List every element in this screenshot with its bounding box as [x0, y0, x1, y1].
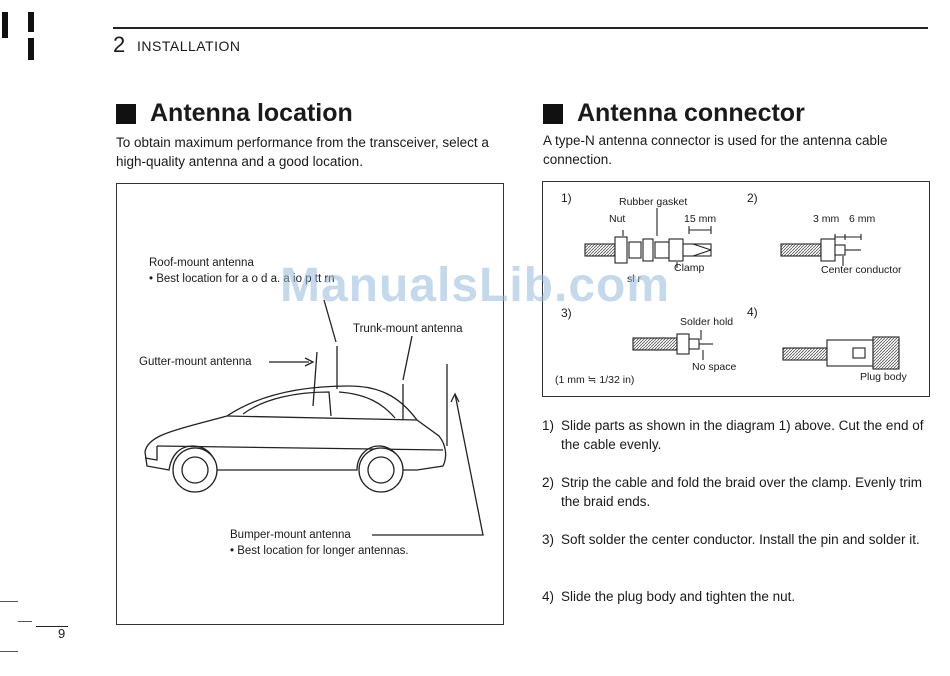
washer-label: sl r: [627, 273, 641, 285]
edge-mark: [0, 651, 18, 652]
diagram-1-number: 1): [561, 191, 572, 205]
dim-6mm-label: 6 mm: [849, 213, 876, 225]
connector-drawings: [584, 208, 900, 370]
conversion-note: (1 mm ≒ 1/32 in): [555, 374, 635, 386]
dim-3mm-label: 3 mm: [813, 213, 840, 225]
bumper-mount-note: • Best location for longer antennas.: [230, 545, 409, 557]
center-conductor-label: Center conductor: [821, 264, 902, 276]
page-number-rule: [36, 626, 68, 627]
step-3: 3) Soft solder the center conductor. Ins…: [542, 530, 930, 549]
step-1-number: 1): [542, 418, 555, 433]
step-2-text: Strip the cable and fold the braid over …: [561, 475, 922, 509]
edge-mark: [0, 601, 18, 602]
no-space-label: No space: [692, 361, 737, 373]
step-2: 2) Strip the cable and fold the braid ov…: [542, 473, 930, 511]
page-number: 9: [58, 626, 66, 641]
antenna-connector-heading: Antenna connector: [543, 99, 805, 128]
step-1: 1) Slide parts as shown in the diagram 1…: [542, 416, 930, 454]
diagram-2-number: 2): [747, 191, 758, 205]
dim-15mm-label: 15 mm: [684, 213, 717, 225]
antenna-location-heading: Antenna location: [116, 99, 353, 128]
heading-square-icon: [116, 103, 136, 124]
diagram-3-number: 3): [561, 306, 572, 320]
step-1-text: Slide parts as shown in the diagram 1) a…: [561, 418, 924, 452]
car-antenna-figure: Roof-mount antenna • Best location for a…: [116, 183, 504, 625]
gutter-mount-label: Gutter-mount antenna: [139, 356, 252, 368]
watermark: ManualsLib.com: [279, 259, 671, 312]
step-2-number: 2): [542, 475, 555, 490]
chapter-number: 2: [113, 32, 126, 57]
step-4: 4) Slide the plug body and tighten the n…: [542, 587, 930, 606]
bumper-mount-label: Bumper-mount antenna: [230, 529, 351, 541]
nut-label: Nut: [609, 213, 626, 225]
antenna-location-intro: To obtain maximum performance from the t…: [116, 135, 489, 169]
antenna-connector-intro: A type-N antenna connector is used for t…: [543, 133, 888, 167]
step-3-text: Soft solder the center conductor. Instal…: [561, 532, 920, 547]
header-rule: [113, 27, 928, 29]
solder-hold-label: Solder hold: [680, 316, 734, 328]
heading-square-icon: [543, 103, 563, 124]
roof-mount-note: • Best location for a o d a. a io p tt r…: [149, 273, 335, 285]
trunk-mount-label: Trunk-mount antenna: [353, 323, 463, 335]
edge-mark: [18, 621, 32, 622]
clamp-label: Clamp: [674, 262, 705, 274]
step-4-text: Slide the plug body and tighten the nut.: [561, 589, 796, 604]
connector-diagram: 1) 2) 3) 4) Rubber gasket Nut 15 mm Clam…: [542, 181, 930, 397]
antenna-connector-title: Antenna connector: [577, 99, 805, 127]
car-illustration: [144, 299, 484, 536]
step-4-number: 4): [542, 589, 555, 604]
step-3-number: 3): [542, 532, 555, 547]
antenna-location-title: Antenna location: [150, 99, 353, 127]
rubber-gasket-label: Rubber gasket: [619, 196, 688, 208]
plug-body-label: Plug body: [860, 371, 907, 383]
chapter-title: INSTALLATION: [137, 38, 241, 54]
diagram-4-number: 4): [747, 305, 758, 319]
roof-mount-label: Roof-mount antenna: [149, 257, 254, 269]
